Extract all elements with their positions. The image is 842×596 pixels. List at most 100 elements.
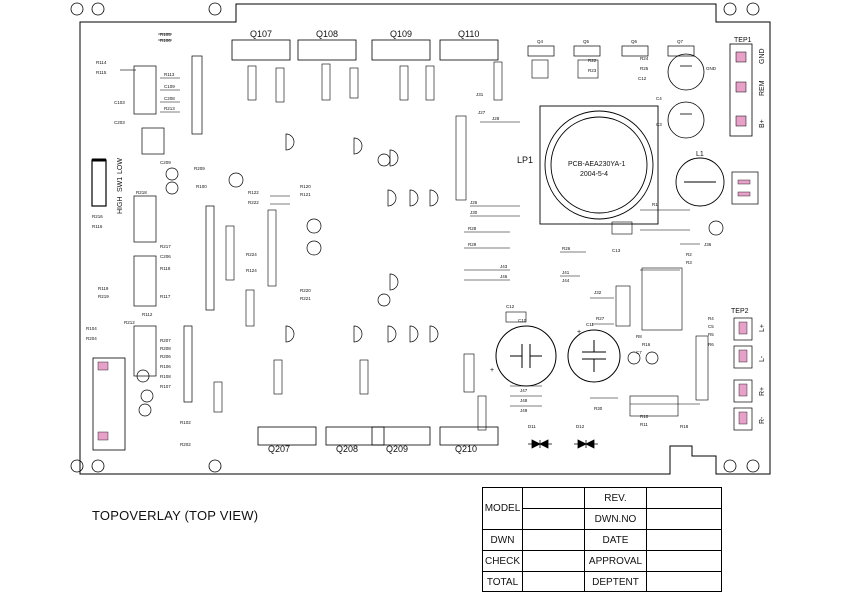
cap-c11	[567, 329, 621, 383]
svg-text:R27: R27	[596, 316, 605, 321]
svg-text:R24: R24	[640, 56, 649, 61]
svg-text:J31: J31	[476, 92, 484, 97]
svg-text:R23: R23	[588, 68, 597, 73]
svg-text:R220: R220	[300, 288, 311, 293]
tep1-label: TEP1	[734, 37, 752, 44]
bottom-left-connector	[92, 357, 126, 451]
svg-text:R217: R217	[160, 244, 171, 249]
svg-text:R100: R100	[196, 184, 207, 189]
tb-total-value	[523, 572, 585, 592]
svg-text:R207: R207	[160, 338, 171, 343]
bottom-diodes	[528, 439, 598, 449]
svg-text:D12: D12	[576, 424, 585, 429]
svg-text:R30: R30	[594, 406, 603, 411]
left-ic-blocks	[133, 55, 215, 403]
svg-text:R18: R18	[680, 424, 689, 429]
svg-text:C209: C209	[160, 160, 171, 165]
tb-dwn-value	[523, 530, 585, 551]
svg-text:C12: C12	[638, 76, 647, 81]
svg-text:R208: R208	[160, 346, 171, 351]
svg-text:J41: J41	[562, 270, 570, 275]
overlay-title: TOPOVERLAY (TOP VIEW)	[92, 508, 259, 523]
svg-text:J36: J36	[704, 242, 712, 247]
svg-text:R8: R8	[636, 334, 642, 339]
tb-check-label: CHECK	[483, 551, 523, 572]
svg-text:R16: R16	[642, 342, 651, 347]
tb-date-value	[647, 530, 722, 551]
tb-dwn-label: DWN	[483, 530, 523, 551]
transistor-label-b2: Q209	[386, 444, 408, 454]
svg-text:R118: R118	[160, 266, 171, 271]
small-part-label-0: Q4	[537, 39, 544, 44]
top-transistor-row	[231, 39, 499, 61]
bottom-transistor-row	[257, 426, 499, 446]
svg-text:C5: C5	[708, 324, 714, 329]
transistor-label-b3: Q210	[455, 444, 477, 454]
tep1-pin-2: B+	[759, 119, 766, 128]
svg-text:R114: R114	[96, 60, 107, 65]
svg-text:R219: R219	[98, 294, 109, 299]
tb-approval-value	[647, 551, 722, 572]
svg-text:R116: R116	[92, 224, 103, 229]
title-block: MODEL REV. DWN.NO DWN DATE CHECK APPROVA…	[482, 487, 722, 592]
tep2-label: TEP2	[731, 308, 749, 315]
svg-text:R2: R2	[686, 252, 692, 257]
tb-model-value-a	[523, 488, 585, 509]
svg-text:R6: R6	[708, 342, 714, 347]
svg-text:R121: R121	[300, 192, 311, 197]
tep1-pin-0: GND	[759, 48, 766, 64]
svg-text:J32: J32	[594, 290, 602, 295]
svg-text:R106: R106	[160, 38, 171, 43]
tb-total-label: TOTAL	[483, 572, 523, 592]
svg-text:R11: R11	[640, 422, 648, 427]
tb-model-label: MODEL	[483, 488, 523, 530]
svg-text:D11: D11	[528, 424, 536, 429]
small-part-label-2: Q6	[631, 39, 638, 44]
tep2-pin-2: R+	[759, 387, 766, 396]
svg-text:J43: J43	[500, 264, 508, 269]
pcb-part-number: PCB-AEA230YA-1	[568, 161, 626, 168]
mount-holes	[70, 2, 760, 473]
tep1-connector	[729, 43, 753, 137]
svg-text:R26: R26	[562, 246, 571, 251]
svg-text:R25: R25	[640, 66, 649, 71]
c10-plus: +	[490, 367, 494, 374]
transistor-label-b1: Q208	[336, 444, 358, 454]
top-electrolytics	[667, 53, 705, 139]
tb-rev-value	[647, 488, 722, 509]
svg-text:R122: R122	[248, 190, 259, 195]
small-part-label-1: Q5	[583, 39, 590, 44]
driver-cluster	[136, 133, 724, 417]
svg-text:C206: C206	[160, 254, 171, 259]
svg-text:R124: R124	[246, 268, 257, 273]
small-top-parts	[527, 45, 695, 57]
svg-text:R221: R221	[300, 296, 311, 301]
transformer-lp1	[539, 105, 659, 225]
l1-label: L1	[696, 151, 704, 158]
tb-check-value	[523, 551, 585, 572]
tep2-connector	[733, 317, 753, 431]
svg-text:J27: J27	[478, 110, 486, 115]
svg-text:C203: C203	[114, 120, 125, 125]
svg-text:C3: C3	[656, 122, 662, 127]
tb-deptent-value	[647, 572, 722, 592]
svg-text:R112: R112	[142, 312, 153, 317]
svg-text:C12: C12	[506, 304, 515, 309]
svg-text:R5: R5	[708, 332, 714, 337]
tb-dwnno-label: DWN.NO	[585, 509, 647, 530]
tb-date-label: DATE	[585, 530, 647, 551]
board-outline	[79, 3, 771, 475]
svg-text:R108: R108	[160, 374, 171, 379]
small-part-label-3: Q7	[677, 39, 684, 44]
svg-text:C13: C13	[612, 248, 621, 253]
svg-text:C109: C109	[164, 84, 175, 89]
cap-c10	[495, 325, 557, 387]
svg-text:J48: J48	[520, 398, 528, 403]
tep1-pin-1: REM	[759, 80, 766, 96]
svg-text:J26: J26	[470, 200, 478, 205]
svg-text:R3: R3	[686, 260, 692, 265]
svg-text:R28: R28	[468, 226, 477, 231]
svg-text:R206: R206	[160, 354, 171, 359]
